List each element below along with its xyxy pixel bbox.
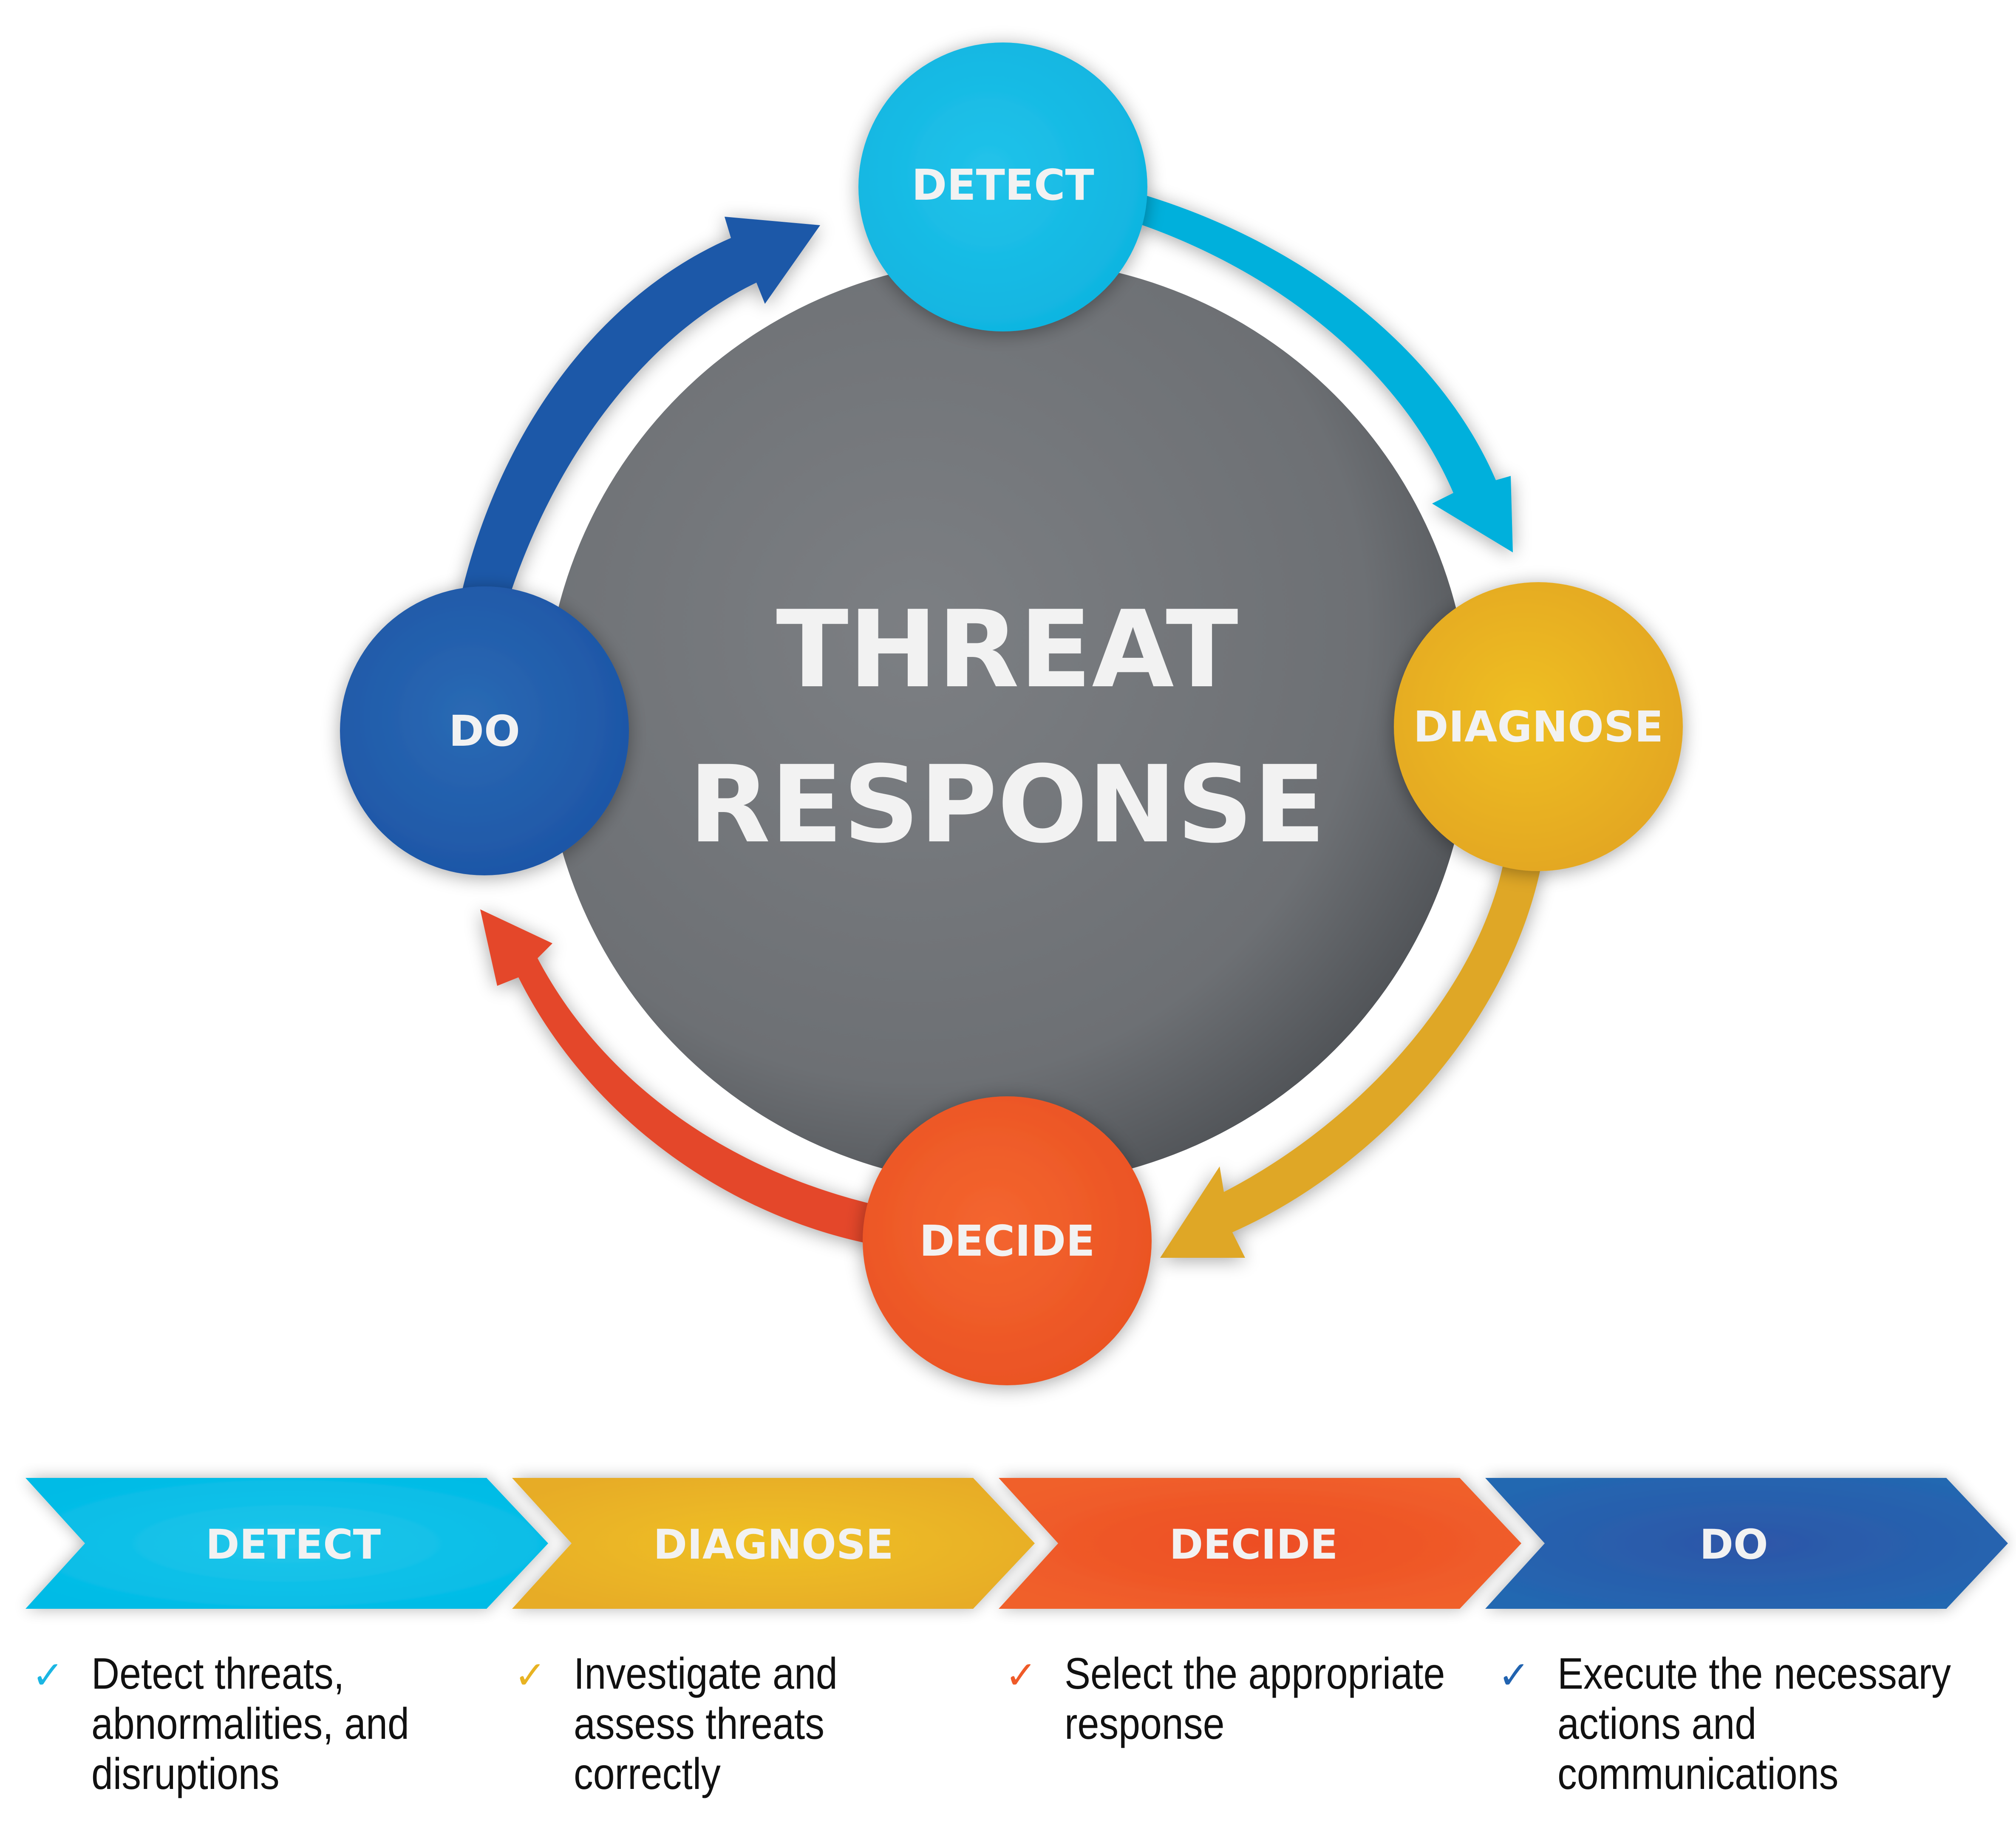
arrow-diagnose-to-decide xyxy=(1160,858,1543,1258)
description-text: Execute the necessary actions and commun… xyxy=(1557,1649,1951,1799)
decide-circle xyxy=(863,1096,1152,1385)
description-text: Detect threats, abnormalities, and disru… xyxy=(91,1649,428,1799)
description-line: disruptions xyxy=(91,1749,280,1799)
process-chevron-bar: DETECT DIAGNOSE DECIDE DO xyxy=(25,1478,2008,1609)
center-circle xyxy=(544,259,1470,1186)
detect-circle xyxy=(858,42,1147,331)
description-line: correctly xyxy=(574,1749,721,1799)
detect-circle-label: DETECT xyxy=(912,160,1094,210)
decide-circle-label: DECIDE xyxy=(919,1216,1095,1266)
diagnose-circle xyxy=(1394,582,1683,871)
chevron-diagnose-label: DIAGNOSE xyxy=(653,1521,893,1568)
description-line: Investigate and xyxy=(574,1649,838,1698)
checkmark-icon: ✓ xyxy=(32,1653,64,1698)
description-text: Investigate and assess threats correctly xyxy=(574,1649,910,1799)
description-line: response xyxy=(1065,1699,1225,1749)
diagnose-circle-label: DIAGNOSE xyxy=(1413,702,1664,752)
chevron-diagnose-shape xyxy=(512,1478,1035,1609)
chevron-decide-shape xyxy=(999,1478,1521,1609)
description-line: assess threats xyxy=(574,1699,825,1749)
chevron-do-label: DO xyxy=(1699,1521,1768,1568)
description-line: Detect threats, xyxy=(91,1649,345,1698)
description-text: Select the appropriate response xyxy=(1065,1649,1445,1749)
checkmark-icon: ✓ xyxy=(514,1653,546,1698)
title-line-1: THREAT xyxy=(776,588,1238,711)
arrow-decide-to-do xyxy=(480,909,884,1245)
chevron-detect-label: DETECT xyxy=(206,1521,381,1568)
threat-response-cycle-diagram: DETECT DIAGNOSE DECIDE DO THREAT RESPONS… xyxy=(340,42,1683,1385)
description-line: abnormalities, and xyxy=(91,1699,409,1749)
title-line-2: RESPONSE xyxy=(688,743,1325,866)
chevron-do-shape xyxy=(1485,1478,2008,1609)
description-line: Select the appropriate xyxy=(1065,1649,1445,1698)
description-line: Execute the necessary xyxy=(1557,1649,1951,1698)
description-line: communications xyxy=(1557,1749,1839,1799)
checkmark-icon: ✓ xyxy=(1005,1653,1037,1698)
arrow-detect-to-diagnose xyxy=(1130,193,1513,552)
arrow-do-to-detect xyxy=(461,217,820,595)
do-circle xyxy=(340,586,629,875)
do-circle-label: DO xyxy=(449,706,520,756)
checkmark-icon: ✓ xyxy=(1498,1653,1530,1698)
chevron-decide-label: DECIDE xyxy=(1169,1521,1338,1568)
chevron-detect-shape xyxy=(25,1478,548,1609)
description-line: actions and xyxy=(1557,1699,1757,1749)
